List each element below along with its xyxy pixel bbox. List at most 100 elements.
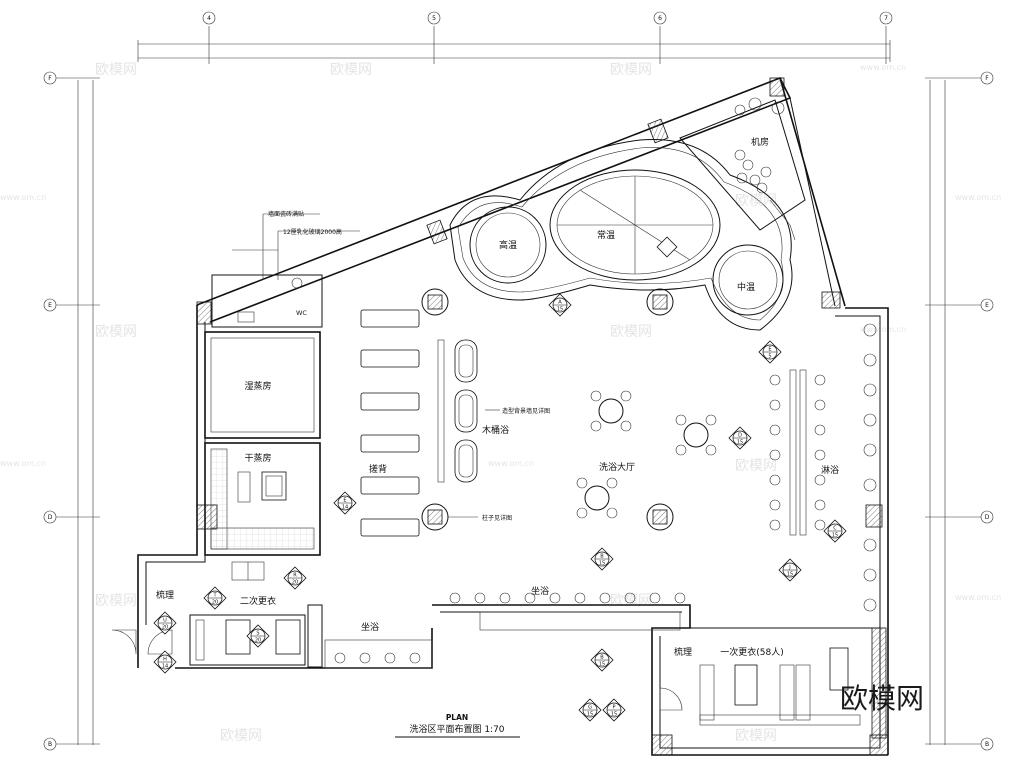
watermark-text: 欧模网 xyxy=(735,728,777,744)
chair xyxy=(576,507,588,519)
shower-head xyxy=(814,374,826,386)
watermark-url: www.om.cn xyxy=(860,63,906,72)
chair xyxy=(675,414,687,426)
sink-fixture xyxy=(237,311,255,323)
mid-temp-pool-inner xyxy=(718,250,778,310)
room-label-grooming-right: 梳理 xyxy=(674,646,692,658)
wooden-tub-inner xyxy=(458,444,474,478)
axis-label-row: D xyxy=(48,514,53,521)
steam-room-inner xyxy=(210,337,315,433)
callout-letter: C xyxy=(833,526,837,532)
watermark-text: 欧模网 xyxy=(220,728,262,744)
watermark-text: 欧模网 xyxy=(95,324,137,340)
pool-deck-inner xyxy=(457,147,784,321)
chair xyxy=(675,444,687,456)
pool-marker xyxy=(656,236,678,258)
shower-head xyxy=(769,424,781,436)
room-label-wooden-tub: 木桶浴 xyxy=(482,424,509,436)
callout-letter: J xyxy=(788,565,790,571)
callout-marker: H14 xyxy=(153,650,177,674)
callout-number: 20 xyxy=(212,600,218,606)
partition xyxy=(307,604,323,668)
chair xyxy=(590,420,602,432)
feature-wall xyxy=(437,339,445,483)
second-locker-room xyxy=(189,614,306,666)
wooden-tub xyxy=(454,439,478,483)
callout-letter: T xyxy=(212,593,217,599)
sitting-bath-area xyxy=(324,639,433,669)
axis-bubble xyxy=(202,11,216,25)
callout-number: 14 xyxy=(342,505,348,511)
watermark-url: www.om.cn xyxy=(0,193,46,202)
brand-logo: 欧模网 xyxy=(840,682,924,715)
axis-label-col: 5 xyxy=(432,15,436,22)
decorative-column xyxy=(421,288,449,316)
locker-bench xyxy=(734,664,758,706)
watermark-url: www.om.cn xyxy=(955,593,1001,602)
shower-head xyxy=(863,568,877,582)
callout-number: 20 xyxy=(162,625,168,631)
stool xyxy=(334,652,346,664)
watermark-text: 欧模网 xyxy=(610,593,652,609)
chair xyxy=(705,444,717,456)
scrub-bed xyxy=(360,309,420,328)
wooden-tub-inner xyxy=(458,394,474,428)
watermark-text: 欧模网 xyxy=(610,324,652,340)
callout-number: 15 xyxy=(787,572,793,578)
locker-bench xyxy=(829,647,849,691)
axis-label-row: E xyxy=(48,302,52,309)
callout-letter: G xyxy=(588,705,592,711)
structural-column xyxy=(821,291,841,309)
grid-axes: 4 5 6 7 F E D B F E D B xyxy=(43,11,994,751)
east-wall xyxy=(845,307,889,755)
watermark-text: 欧模网 xyxy=(610,62,652,78)
shower-head xyxy=(814,424,826,436)
axis-label-row: E xyxy=(985,302,989,309)
machine-room-outline xyxy=(679,99,806,231)
shower-head xyxy=(814,474,826,486)
equipment-circle xyxy=(734,149,746,161)
callout-number: 15 xyxy=(599,561,605,567)
left-rooms xyxy=(204,274,323,556)
watermark-url: www.om.cn xyxy=(860,325,906,334)
machine-room xyxy=(679,97,806,241)
scrub-bed xyxy=(360,392,420,411)
round-table xyxy=(598,398,624,424)
toilet-fixture xyxy=(291,277,303,289)
axis-label-row: F xyxy=(985,75,989,82)
chair xyxy=(705,414,717,426)
shower-partition xyxy=(789,369,797,536)
shower-head xyxy=(769,374,781,386)
chair xyxy=(606,477,618,489)
structural-column xyxy=(196,301,212,325)
locker-cabinet xyxy=(795,664,811,721)
shower-head xyxy=(769,449,781,461)
callout-number: 15 xyxy=(832,533,838,539)
callout-letter: R xyxy=(293,573,297,579)
callout-marker: A15 xyxy=(548,293,572,317)
callout-letter: E xyxy=(768,347,771,353)
scrub-bed xyxy=(360,434,420,453)
note-column-detail: 柱子见详图 xyxy=(482,514,512,522)
note-glass: 12厘乳化玻璃2000高 xyxy=(283,228,342,236)
locker-bench xyxy=(275,619,301,655)
shower-head xyxy=(863,353,877,367)
stool xyxy=(384,652,396,664)
equipment-circle xyxy=(736,172,748,184)
callout-letter: S xyxy=(256,631,259,637)
decorative-column xyxy=(646,503,674,531)
callout-letter: B xyxy=(600,554,604,560)
wall-hatch xyxy=(871,627,887,739)
west-wall xyxy=(137,305,198,668)
callout-marker: T20 xyxy=(203,586,227,610)
stool xyxy=(549,592,561,604)
decorative-column-core xyxy=(652,509,668,525)
stool xyxy=(474,592,486,604)
shower-head xyxy=(769,499,781,511)
diagonal-wall xyxy=(196,76,792,323)
wc-room xyxy=(211,274,323,328)
watermark-url: www.om.cn xyxy=(488,459,534,468)
axis-label-row: F xyxy=(48,75,52,82)
stool xyxy=(409,652,421,664)
watermark-url: www.om.cn xyxy=(0,459,46,468)
